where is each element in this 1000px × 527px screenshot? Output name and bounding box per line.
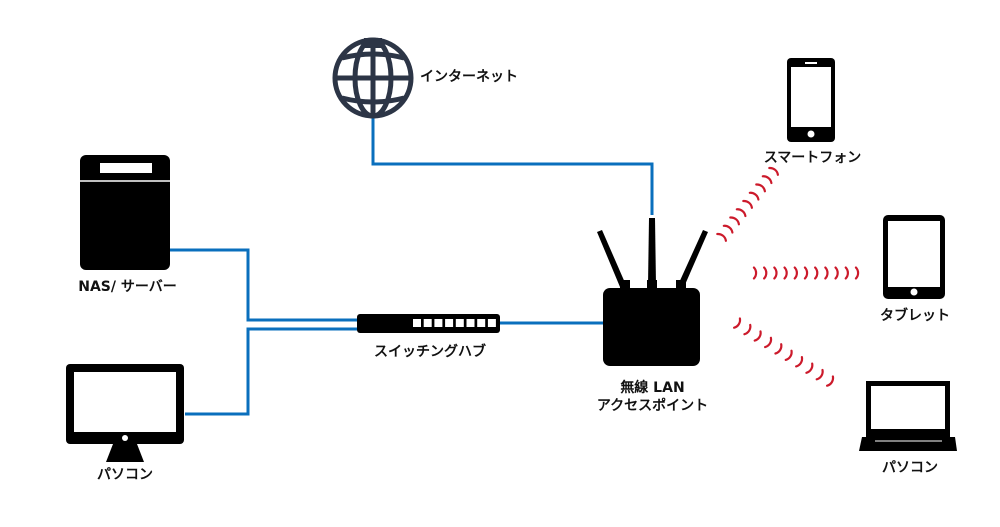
label-nas: NAS/ サーバー <box>78 279 177 295</box>
wireless-wave-to-tablet <box>773 266 778 280</box>
wireless-router-icon <box>597 218 708 366</box>
hub-port <box>477 319 486 327</box>
wireless-wave-to-smartphone <box>735 208 747 218</box>
wireless-wave-to-laptop <box>733 317 742 329</box>
label-access-point-line2: アクセスポイント <box>596 398 709 414</box>
label-smartphone: スマートフォン <box>763 150 862 166</box>
server-icon <box>80 155 170 270</box>
wireless-wave-to-smartphone <box>742 199 753 209</box>
wireless-wave-to-tablet <box>824 266 829 280</box>
wireless-wave-to-smartphone <box>722 224 734 234</box>
globe-icon <box>332 37 414 119</box>
smartphone-icon <box>787 58 835 142</box>
wireless-wave-to-laptop <box>743 323 752 336</box>
wireless-wave-to-tablet <box>752 266 758 280</box>
wireless-wave-to-smartphone <box>761 175 773 185</box>
label-internet: インターネット <box>420 69 518 85</box>
hub-ports <box>413 319 496 327</box>
wireless-wave-to-laptop <box>805 362 814 374</box>
wireless-wave-to-laptop <box>764 336 773 349</box>
wireless-wave-to-smartphone <box>755 183 766 193</box>
desktop-monitor-icon <box>66 364 184 462</box>
hub-port <box>466 319 475 327</box>
wireless-wave-to-tablet <box>803 266 809 280</box>
hub-port <box>434 319 443 327</box>
hub-port <box>487 319 496 327</box>
wireless-wave-to-laptop <box>795 356 804 368</box>
wireless-wave-to-tablet <box>793 266 798 280</box>
wireless-wave-to-laptop <box>826 375 835 387</box>
wireless-wave-to-laptop <box>784 349 793 361</box>
wireless-wave-to-tablet <box>854 266 860 280</box>
wireless-wave-to-tablet <box>814 266 819 280</box>
label-switch-hub: スイッチングハブ <box>374 344 486 360</box>
tablet-icon <box>883 215 945 299</box>
label-laptop-pc: パソコン <box>882 460 938 476</box>
wireless-wave-to-tablet <box>763 266 768 280</box>
cable-nas-to-switch-hub <box>170 248 360 322</box>
wireless-signals <box>716 166 860 387</box>
wireless-wave-to-tablet <box>783 266 788 280</box>
label-access-point-line1: 無線 LAN <box>620 380 685 396</box>
cable-desktop-to-switch-hub <box>185 327 360 416</box>
hub-port <box>445 319 454 327</box>
hub-port <box>455 319 464 327</box>
wireless-wave-to-smartphone <box>748 191 760 201</box>
laptop-icon <box>859 381 957 451</box>
wireless-wave-to-laptop <box>774 343 783 355</box>
wireless-wave-to-smartphone <box>768 166 779 176</box>
wireless-wave-to-laptop <box>815 368 824 381</box>
wireless-wave-to-smartphone <box>729 216 740 226</box>
wireless-wave-to-laptop <box>753 330 762 342</box>
label-tablet: タブレット <box>880 308 950 324</box>
switch-hub-icon <box>357 314 500 333</box>
wireless-wave-to-tablet <box>834 266 839 280</box>
hub-port <box>413 319 421 327</box>
wireless-wave-to-smartphone <box>716 232 727 242</box>
wireless-wave-to-tablet <box>844 266 849 280</box>
hub-port <box>423 319 432 327</box>
label-desktop-pc: パソコン <box>97 467 153 483</box>
cable-internet-to-access-point <box>371 115 654 215</box>
wired-connections <box>170 115 654 416</box>
